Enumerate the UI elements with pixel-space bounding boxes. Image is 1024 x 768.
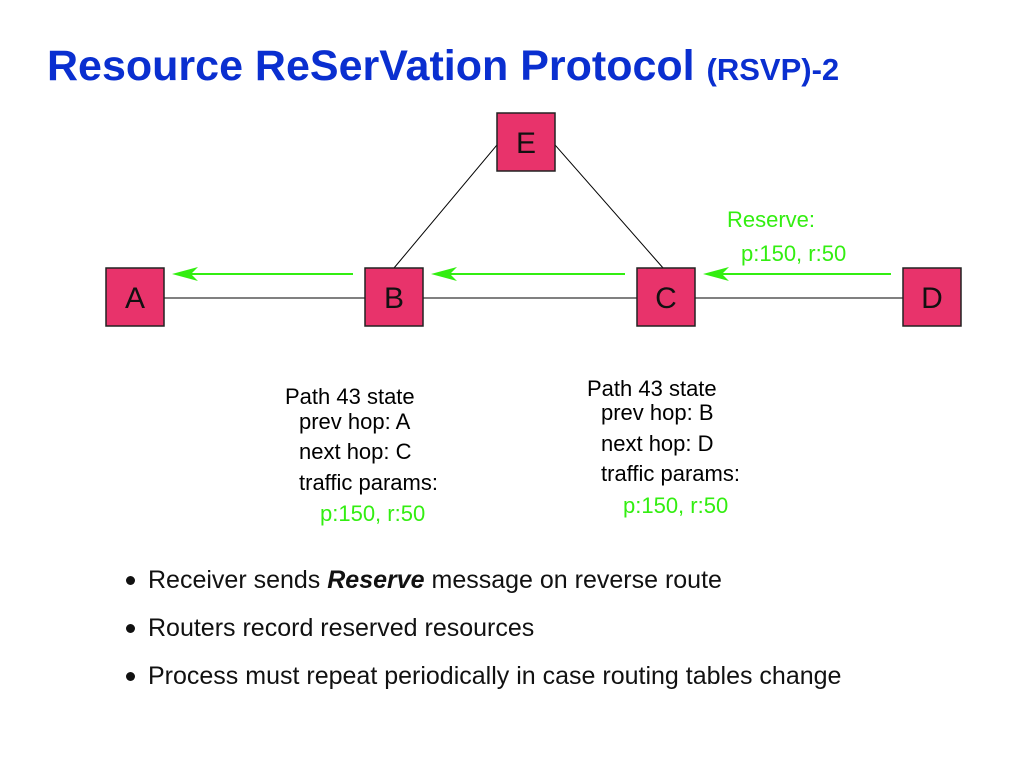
bullet-text-end: message on reverse route (424, 566, 722, 594)
node-e-box (496, 112, 556, 172)
reserve-arrow-head-d-c (703, 267, 729, 281)
path-state-c-traffic-label: traffic params: (601, 461, 740, 486)
node-b-box (364, 267, 424, 327)
link-b-e (393, 144, 498, 269)
node-b: B (364, 267, 424, 327)
slide-title: Resource ReSerVation Protocol (RSVP)-2 (47, 38, 839, 98)
bullet-text: Routers record reserved resources (148, 614, 535, 642)
bullet-emphasis: Reserve (327, 566, 425, 594)
rsvp-network-diagram: A B C D E Reserve: p:150, r:50 (105, 112, 962, 327)
bullet-item: Routers record reserved resources (124, 608, 841, 656)
bullet-dot (126, 624, 135, 633)
node-a: A (105, 267, 165, 327)
node-a-label: A (125, 282, 145, 315)
reserve-label-title: Reserve: (727, 207, 815, 232)
node-c: C (636, 267, 696, 327)
reserve-label-params: p:150, r:50 (741, 241, 846, 266)
bullet-dot (126, 576, 135, 585)
node-d: D (902, 267, 962, 327)
node-d-box (902, 267, 962, 327)
bullet-text: Receiver sends (148, 566, 328, 594)
path-state-b-header: Path 43 state (285, 384, 415, 409)
path-state-c-prev-hop: prev hop: B (601, 400, 714, 425)
bullet-dot (126, 672, 135, 681)
node-c-label: C (655, 282, 677, 315)
node-e: E (496, 112, 556, 172)
bullet-item: Receiver sends Reserve message on revers… (124, 560, 841, 608)
node-c-box (636, 267, 696, 327)
path-state-b-traffic-label: traffic params: (299, 470, 438, 495)
router-nodes: A B C D E (105, 112, 962, 327)
reserve-arrow-head-b-a (172, 267, 198, 281)
title-main: Resource ReSerVation Protocol (47, 42, 695, 90)
bullet-item: Process must repeat periodically in case… (124, 656, 841, 704)
path-state-b-next-hop: next hop: C (299, 439, 412, 464)
path-state-c-next-hop: next hop: D (601, 431, 714, 456)
node-d-label: D (921, 282, 943, 315)
path-state-b-traffic-value: p:150, r:50 (320, 501, 426, 526)
title-sub: (RSVP)-2 (706, 52, 840, 87)
bullet-text: Process must repeat periodically in case… (148, 662, 842, 690)
node-a-box (105, 267, 165, 327)
path-state-c-traffic-value: p:150, r:50 (623, 493, 729, 518)
link-e-c (554, 144, 664, 269)
node-b-label: B (384, 282, 404, 315)
node-e-label: E (516, 127, 536, 160)
network-links (164, 144, 903, 299)
path-state-c-header: Path 43 state (587, 376, 717, 401)
path-state-b-prev-hop: prev hop: A (299, 409, 411, 434)
reserve-arrows (172, 267, 891, 281)
reserve-arrow-head-c-b (431, 267, 457, 281)
bullet-list: Receiver sends Reserve message on revers… (124, 560, 841, 704)
